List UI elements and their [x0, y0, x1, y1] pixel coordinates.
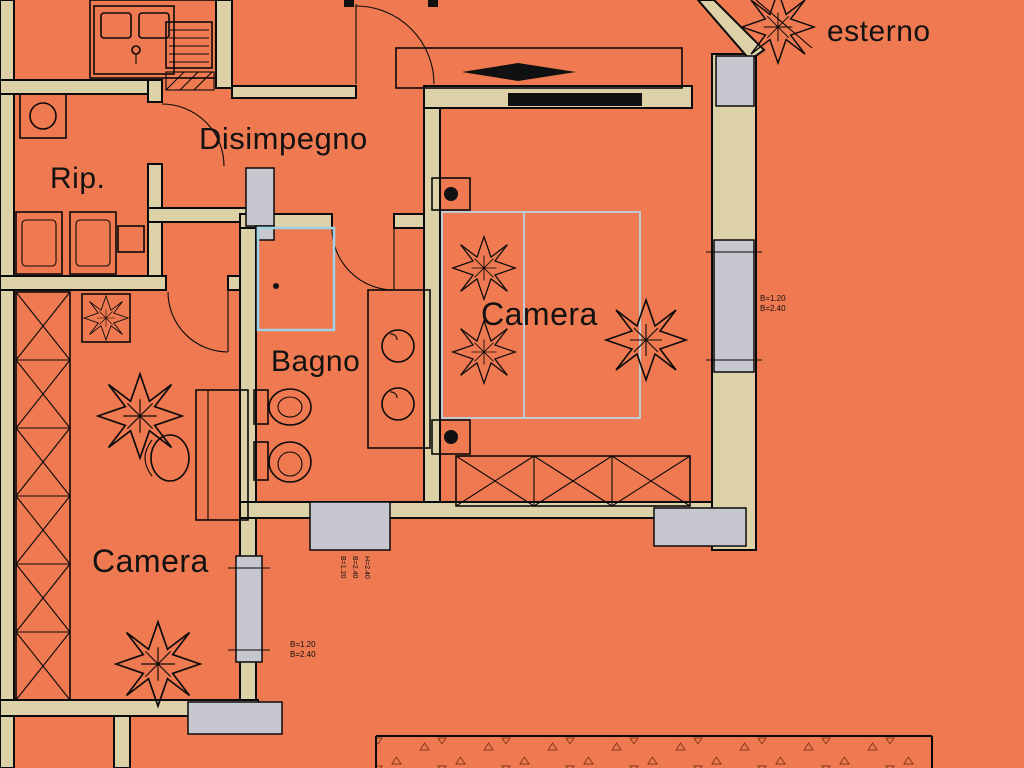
window-right-top — [715, 55, 755, 107]
shower — [256, 226, 336, 332]
walls — [0, 0, 766, 768]
armchair — [15, 211, 63, 275]
corner-line — [755, 0, 813, 49]
bagno-fixtures — [253, 226, 431, 483]
toilet — [253, 441, 312, 483]
dresser-detail — [462, 63, 576, 81]
window-spec-line: B=1.20 — [760, 294, 786, 303]
door-spec-line: H=2.40 — [363, 556, 370, 579]
room-label-rip: Rip. — [50, 162, 106, 195]
door-spec-line: B=1.20 — [339, 556, 346, 579]
room-label-bagno: Bagno — [271, 345, 361, 378]
room-label-esterno: esterno — [827, 15, 931, 48]
wall-radiator — [508, 93, 642, 106]
wardrobe — [15, 291, 71, 701]
sink-counter — [367, 289, 431, 449]
window-right-middle — [713, 239, 755, 373]
plant — [115, 621, 201, 707]
kitchen-stove — [165, 21, 213, 69]
door-spec-line: B=2.40 — [351, 556, 358, 579]
lamp-icon — [444, 187, 458, 201]
window-left-bottom — [235, 555, 263, 663]
nightstand — [431, 177, 471, 211]
rip-furniture — [15, 93, 145, 275]
balcony-door — [309, 501, 391, 551]
window-spec-left: B=1.20 B=2.40 — [290, 640, 316, 660]
diagonal-corner-wall — [696, 0, 766, 62]
nightstand — [431, 419, 471, 455]
plant — [605, 299, 687, 381]
window-bottom-right — [653, 507, 747, 547]
room-label-camera-left: Camera — [92, 543, 209, 579]
planter-box — [81, 293, 131, 343]
pillow — [452, 236, 516, 300]
room-label-camera-right: Camera — [481, 296, 598, 332]
entrance-door-arc — [355, 4, 435, 85]
window-spec-line: B=2.40 — [290, 650, 316, 659]
window-spec-right: B=1.20 B=2.40 — [760, 294, 786, 314]
storage-bench — [455, 455, 691, 507]
window-spec-line: B=2.40 — [760, 304, 786, 313]
armchair — [69, 211, 117, 275]
boiler — [19, 93, 67, 139]
room-label-disimpegno: Disimpegno — [199, 121, 368, 156]
camera-left-door-arc — [167, 290, 229, 353]
camera-right-furniture — [395, 47, 691, 507]
kitchen-counter — [89, 0, 217, 91]
window-camera-left — [187, 701, 283, 735]
desk-chair — [150, 434, 190, 482]
lamp-icon — [444, 430, 458, 444]
windows — [187, 55, 762, 735]
bagno-door-arc — [331, 227, 395, 291]
kitchen-sink — [93, 5, 175, 75]
terrace — [375, 735, 933, 768]
camera-left-furniture — [15, 291, 249, 707]
rip-door-arc — [161, 103, 225, 167]
washbasin — [381, 329, 415, 363]
bidet — [253, 388, 312, 426]
plant — [83, 295, 129, 341]
dresser — [395, 47, 683, 89]
plant — [97, 373, 183, 459]
faucet-icon — [131, 45, 141, 55]
window-spec-line: B=1.20 — [290, 640, 316, 649]
shower-drain-icon — [273, 283, 279, 289]
desk — [195, 389, 249, 521]
pillar — [245, 167, 275, 227]
hatch-block — [165, 71, 215, 91]
washbasin — [381, 387, 415, 421]
duct — [255, 225, 275, 241]
side-table — [117, 225, 145, 253]
